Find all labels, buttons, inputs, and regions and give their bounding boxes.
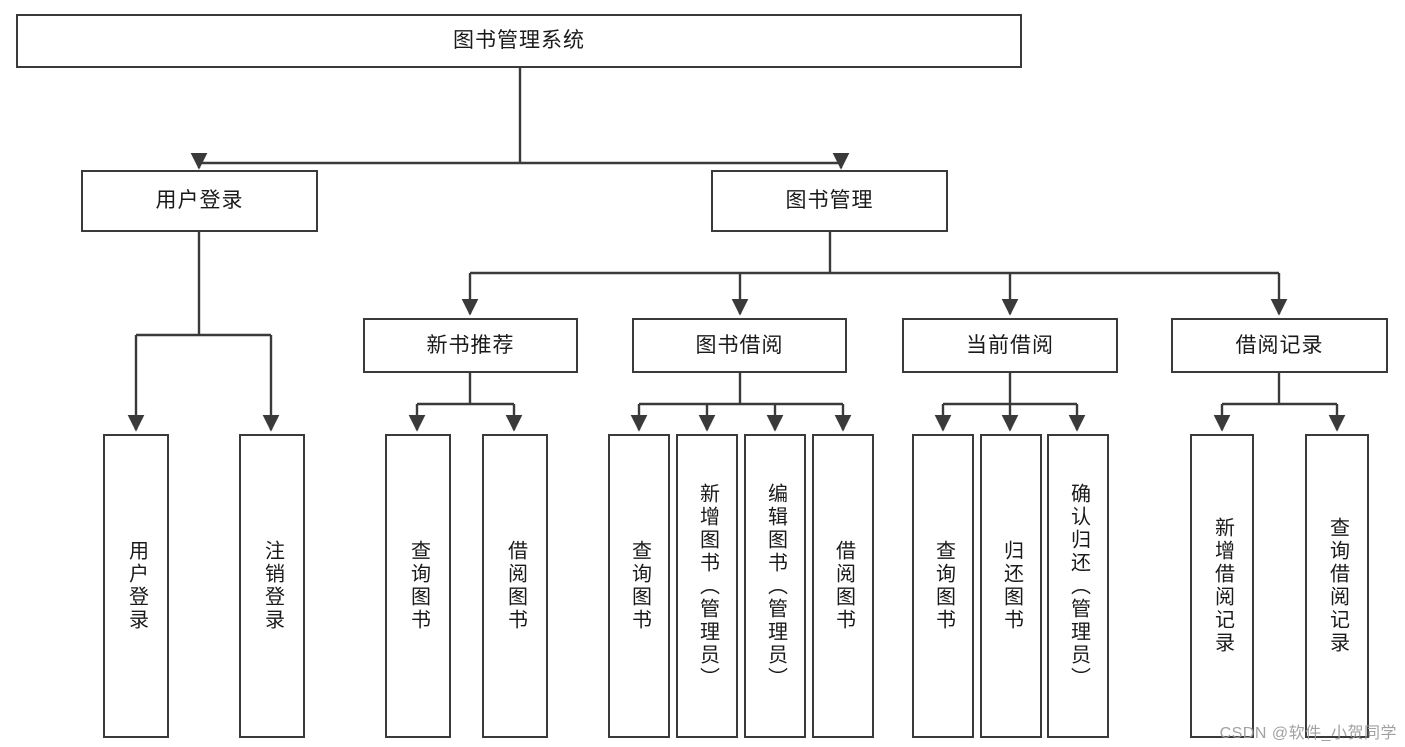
node-user-login-label: 用户登录 <box>155 189 244 213</box>
leaf-current-borrow-return-label: 归还图书 <box>1000 540 1023 632</box>
leaf-book-borrow-edit[interactable]: 编辑图书（管理员） <box>744 434 806 738</box>
leaf-new-book-borrow[interactable]: 借阅图书 <box>482 434 548 738</box>
leaf-borrow-record-add[interactable]: 新增借阅记录 <box>1190 434 1254 738</box>
node-new-book-recommend-label: 新书推荐 <box>426 333 515 357</box>
leaf-borrow-record-query[interactable]: 查询借阅记录 <box>1305 434 1369 738</box>
leaf-borrow-record-add-label: 新增借阅记录 <box>1211 517 1234 655</box>
leaf-current-borrow-confirm[interactable]: 确认归还（管理员） <box>1047 434 1109 738</box>
leaf-new-book-query-label: 查询图书 <box>407 540 430 632</box>
leaf-user-login-login[interactable]: 用户登录 <box>103 434 169 738</box>
node-borrow-record[interactable]: 借阅记录 <box>1171 318 1388 373</box>
node-user-login[interactable]: 用户登录 <box>81 170 318 232</box>
leaf-current-borrow-query[interactable]: 查询图书 <box>912 434 974 738</box>
node-current-borrow[interactable]: 当前借阅 <box>902 318 1118 373</box>
leaf-borrow-record-query-label: 查询借阅记录 <box>1326 517 1349 655</box>
leaf-book-borrow-add-label: 新增图书（管理员） <box>696 482 719 690</box>
leaf-current-borrow-confirm-label: 确认归还（管理员） <box>1067 482 1090 690</box>
leaf-book-borrow-borrow[interactable]: 借阅图书 <box>812 434 874 738</box>
node-book-management-label: 图书管理 <box>785 189 874 213</box>
leaf-book-borrow-borrow-label: 借阅图书 <box>832 540 855 632</box>
leaf-book-borrow-edit-label: 编辑图书（管理员） <box>764 482 787 690</box>
csdn-watermark: CSDN @软件_小贺同学 <box>1219 725 1397 742</box>
leaf-book-borrow-add[interactable]: 新增图书（管理员） <box>676 434 738 738</box>
node-book-management[interactable]: 图书管理 <box>711 170 948 232</box>
leaf-current-borrow-query-label: 查询图书 <box>932 540 955 632</box>
leaf-user-login-login-label: 用户登录 <box>125 540 148 632</box>
leaf-user-login-logout-label: 注销登录 <box>261 540 284 632</box>
leaf-book-borrow-query[interactable]: 查询图书 <box>608 434 670 738</box>
node-root-system-label: 图书管理系统 <box>453 29 585 53</box>
node-root-system[interactable]: 图书管理系统 <box>16 14 1022 68</box>
leaf-book-borrow-query-label: 查询图书 <box>628 540 651 632</box>
node-book-borrow-label: 图书借阅 <box>695 333 784 357</box>
node-book-borrow[interactable]: 图书借阅 <box>632 318 847 373</box>
leaf-new-book-borrow-label: 借阅图书 <box>504 540 527 632</box>
node-new-book-recommend[interactable]: 新书推荐 <box>363 318 578 373</box>
node-current-borrow-label: 当前借阅 <box>966 333 1054 357</box>
leaf-user-login-logout[interactable]: 注销登录 <box>239 434 305 738</box>
leaf-current-borrow-return[interactable]: 归还图书 <box>980 434 1042 738</box>
leaf-new-book-query[interactable]: 查询图书 <box>385 434 451 738</box>
node-borrow-record-label: 借阅记录 <box>1235 333 1324 357</box>
